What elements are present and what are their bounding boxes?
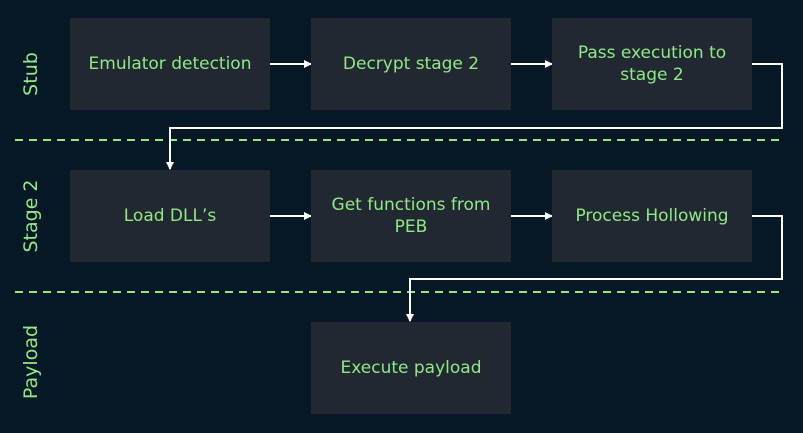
box-process-hollowing: Process Hollowing	[552, 170, 752, 262]
lane-label-payload: Payload	[20, 324, 42, 400]
box-decrypt-stage-2: Decrypt stage 2	[311, 18, 511, 110]
box-pass-execution: Pass execution to stage 2	[552, 18, 752, 110]
arrow-hollowing-to-execute-payload	[406, 215, 783, 322]
box-execute-payload: Execute payload	[311, 322, 511, 414]
box-get-functions: Get functions from PEB	[311, 170, 511, 262]
box-load-dlls: Load DLL’s	[70, 170, 270, 262]
box-emulator-detection: Emulator detection	[70, 18, 270, 110]
arrow-pass-to-load-dlls	[166, 63, 783, 170]
lane-label-stub: Stub	[20, 52, 42, 96]
lane-label-stage-2: Stage 2	[20, 179, 42, 253]
